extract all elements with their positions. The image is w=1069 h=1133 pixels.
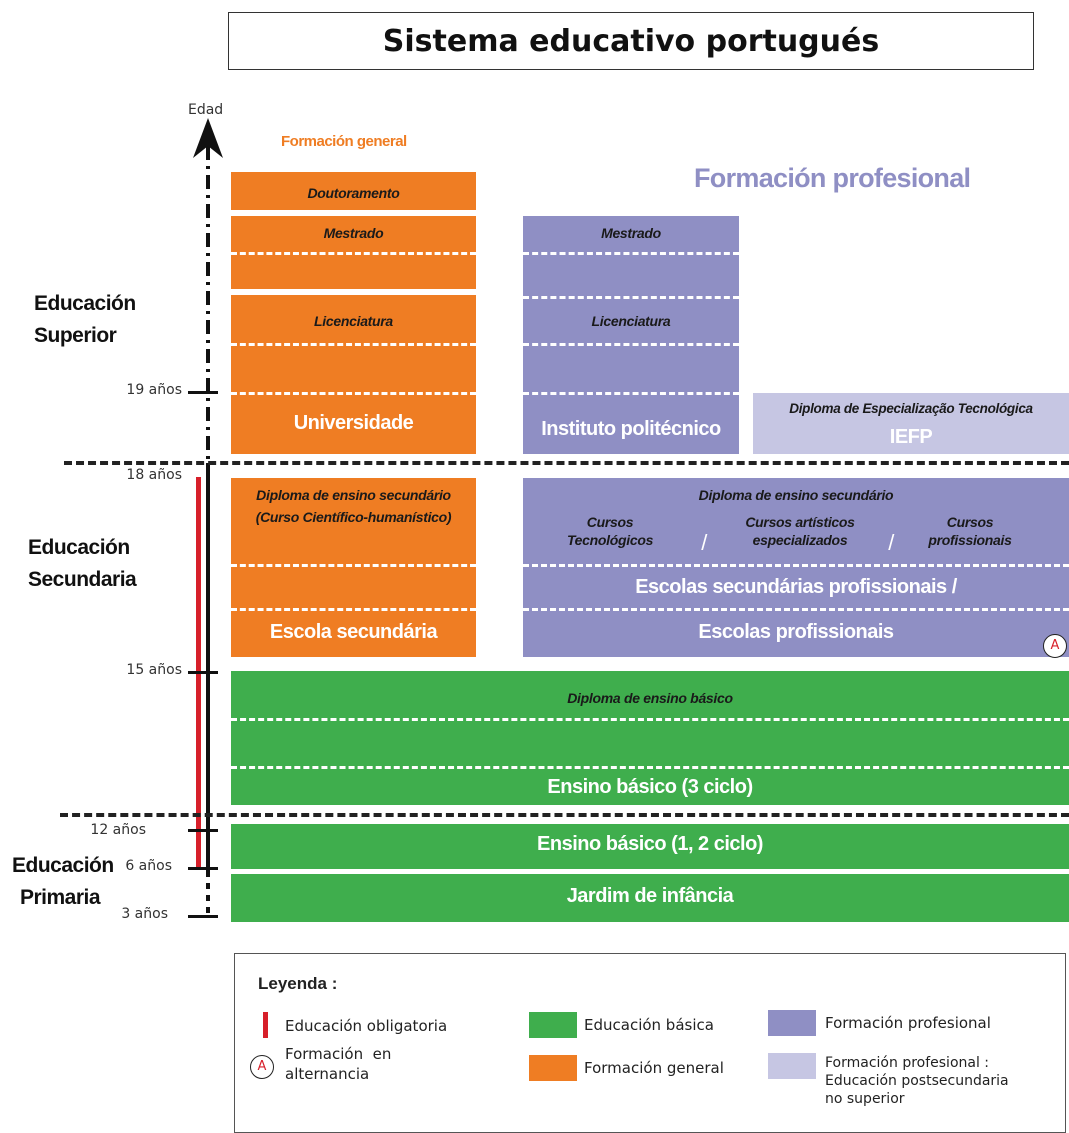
age-tick-12: [188, 829, 218, 832]
separator-superior-secundaria: [64, 461, 1069, 465]
label-licenciatura-general: Licenciatura: [314, 313, 393, 329]
legend-postsecundaria-line1: Formación profesional :: [825, 1055, 990, 1071]
legend-obligatoria-label: Educación obligatoria: [285, 1017, 448, 1035]
dash-prof-4: [523, 392, 739, 395]
block-universidade: [231, 295, 476, 454]
legend-general-swatch: [529, 1055, 577, 1081]
label-mestrado-prof: Mestrado: [601, 225, 661, 241]
axis-arrowhead: [193, 118, 223, 158]
label-ensino-basico-12: Ensino básico (1, 2 ciclo): [537, 833, 763, 855]
dash-escolas-prof-1: [523, 564, 1069, 567]
label-diploma-especializacao: Diploma de Especialização Tecnológica: [789, 401, 1033, 416]
legend-general-label: Formación general: [584, 1059, 724, 1077]
legend-alternancia-icon: A: [250, 1055, 274, 1079]
label-universidade: Universidade: [293, 412, 414, 434]
dash-escola-sec-1: [231, 564, 476, 567]
age-tick-15: [188, 671, 218, 674]
legend-postsecundaria-line3: no superior: [825, 1091, 905, 1108]
legend-profesional-swatch: [768, 1010, 816, 1036]
legend-title: Leyenda :: [258, 974, 338, 993]
label-cursos-tecnologicos-line2: Tecnológicos: [566, 532, 654, 549]
label-cursos-profissionais: Cursos profissionais: [905, 513, 1035, 549]
age-label-19: 19 años: [126, 382, 182, 398]
label-jardim: Jardim de infância: [566, 885, 734, 907]
legend-basica-label: Educación básica: [584, 1016, 714, 1034]
block-iefp: [753, 393, 1069, 454]
legend-basica-swatch: [529, 1012, 577, 1038]
age-label-18: 18 años: [126, 467, 182, 483]
header-formacion-general: Formación general: [281, 133, 407, 150]
dash-licenciatura-general-2: [231, 392, 476, 395]
label-ensino-basico-3: Ensino básico (3 ciclo): [547, 776, 753, 798]
dash-escola-sec-2: [231, 608, 476, 611]
diagram-title: Sistema educativo portugués: [228, 12, 1034, 70]
label-mestrado-general: Mestrado: [323, 225, 384, 241]
block-ensino-basico-12: [231, 824, 1069, 869]
age-label-6: 6 años: [125, 858, 172, 874]
label-licenciatura-prof: Licenciatura: [591, 313, 671, 329]
level-secundaria-line1: Educación: [28, 536, 130, 559]
level-primaria-line1: Educación: [12, 854, 114, 877]
separator-slash-2: /: [888, 530, 894, 555]
alternancia-marker-icon: A: [1043, 634, 1067, 658]
dash-escolas-prof-2: [523, 608, 1069, 611]
dash-basico-1: [231, 718, 1069, 721]
dash-prof-1: [523, 252, 739, 255]
block-escola-secundaria: [231, 478, 476, 657]
legend-alternancia-line1: Formación en: [285, 1045, 392, 1063]
separator-slash-1: /: [701, 530, 707, 555]
legend-profesional-label: Formación profesional: [825, 1014, 991, 1032]
dash-basico-2: [231, 766, 1069, 769]
label-cursos-artisticos-line1: Cursos artísticos: [745, 514, 855, 530]
label-instituto-politecnico: Instituto politécnico: [541, 418, 721, 440]
level-superior-line2: Superior: [34, 323, 117, 347]
label-diploma-basico: Diploma de ensino básico: [567, 690, 733, 706]
label-cursos-profissionais-line1: Cursos: [946, 514, 994, 530]
block-jardim: [231, 874, 1069, 922]
label-cursos-tecnologicos-line1: Cursos: [586, 514, 634, 530]
dash-licenciatura-general-1: [231, 343, 476, 346]
label-escolas-sec-prof: Escolas secundárias profissionais /: [635, 576, 957, 598]
axis-label: Edad: [188, 102, 224, 118]
label-curso-cientifico: (Curso Científico-humanístico): [255, 509, 452, 525]
age-axis: [193, 118, 223, 918]
age-tick-19: [188, 391, 218, 394]
age-label-12: 12 años: [90, 822, 146, 838]
legend-postsecundaria-label: Formación profesional : Educación postsec…: [825, 1054, 1009, 1109]
label-cursos-profissionais-line2: profissionais: [928, 532, 1012, 549]
legend-obligatoria-swatch: [263, 1012, 268, 1038]
label-escolas-profissionais: Escolas profissionais: [698, 621, 894, 643]
age-label-15: 15 años: [126, 662, 182, 678]
dash-mestrado-general: [231, 252, 476, 255]
label-diploma-sec-prof: Diploma de ensino secundário: [698, 487, 894, 503]
legend-postsecundaria-swatch: [768, 1053, 816, 1079]
block-doutoramento: [231, 172, 476, 210]
level-primaria-line2: Primaria: [20, 885, 101, 909]
age-tick-6: [188, 867, 218, 870]
label-iefp: IEFP: [889, 426, 933, 448]
block-escolas-profissionais: [523, 478, 1069, 657]
level-superior-line1: Educación: [34, 292, 136, 315]
header-formacion-profesional: Formación profesional: [694, 163, 971, 193]
label-escola-secundaria: Escola secundária: [269, 621, 438, 643]
label-cursos-artisticos-line2: especializados: [752, 532, 848, 549]
block-instituto-politecnico: [523, 216, 739, 454]
separator-secundaria-primaria: [60, 813, 1069, 817]
legend-alternancia-line2: alternancia: [285, 1064, 370, 1083]
age-label-3: 3 años: [121, 906, 168, 922]
dash-prof-2: [523, 296, 739, 299]
block-ensino-basico-3: [231, 671, 1069, 805]
label-doutoramento: Doutoramento: [307, 185, 400, 201]
age-tick-3: [188, 915, 218, 918]
legend-postsecundaria-line2: Educación postsecundaria: [825, 1073, 1009, 1090]
dash-prof-3: [523, 343, 739, 346]
level-secundaria-line2: Secundaria: [28, 567, 137, 591]
label-cursos-artisticos: Cursos artísticos especializados: [720, 513, 880, 549]
label-diploma-sec-general: Diploma de ensino secundário: [256, 487, 451, 503]
